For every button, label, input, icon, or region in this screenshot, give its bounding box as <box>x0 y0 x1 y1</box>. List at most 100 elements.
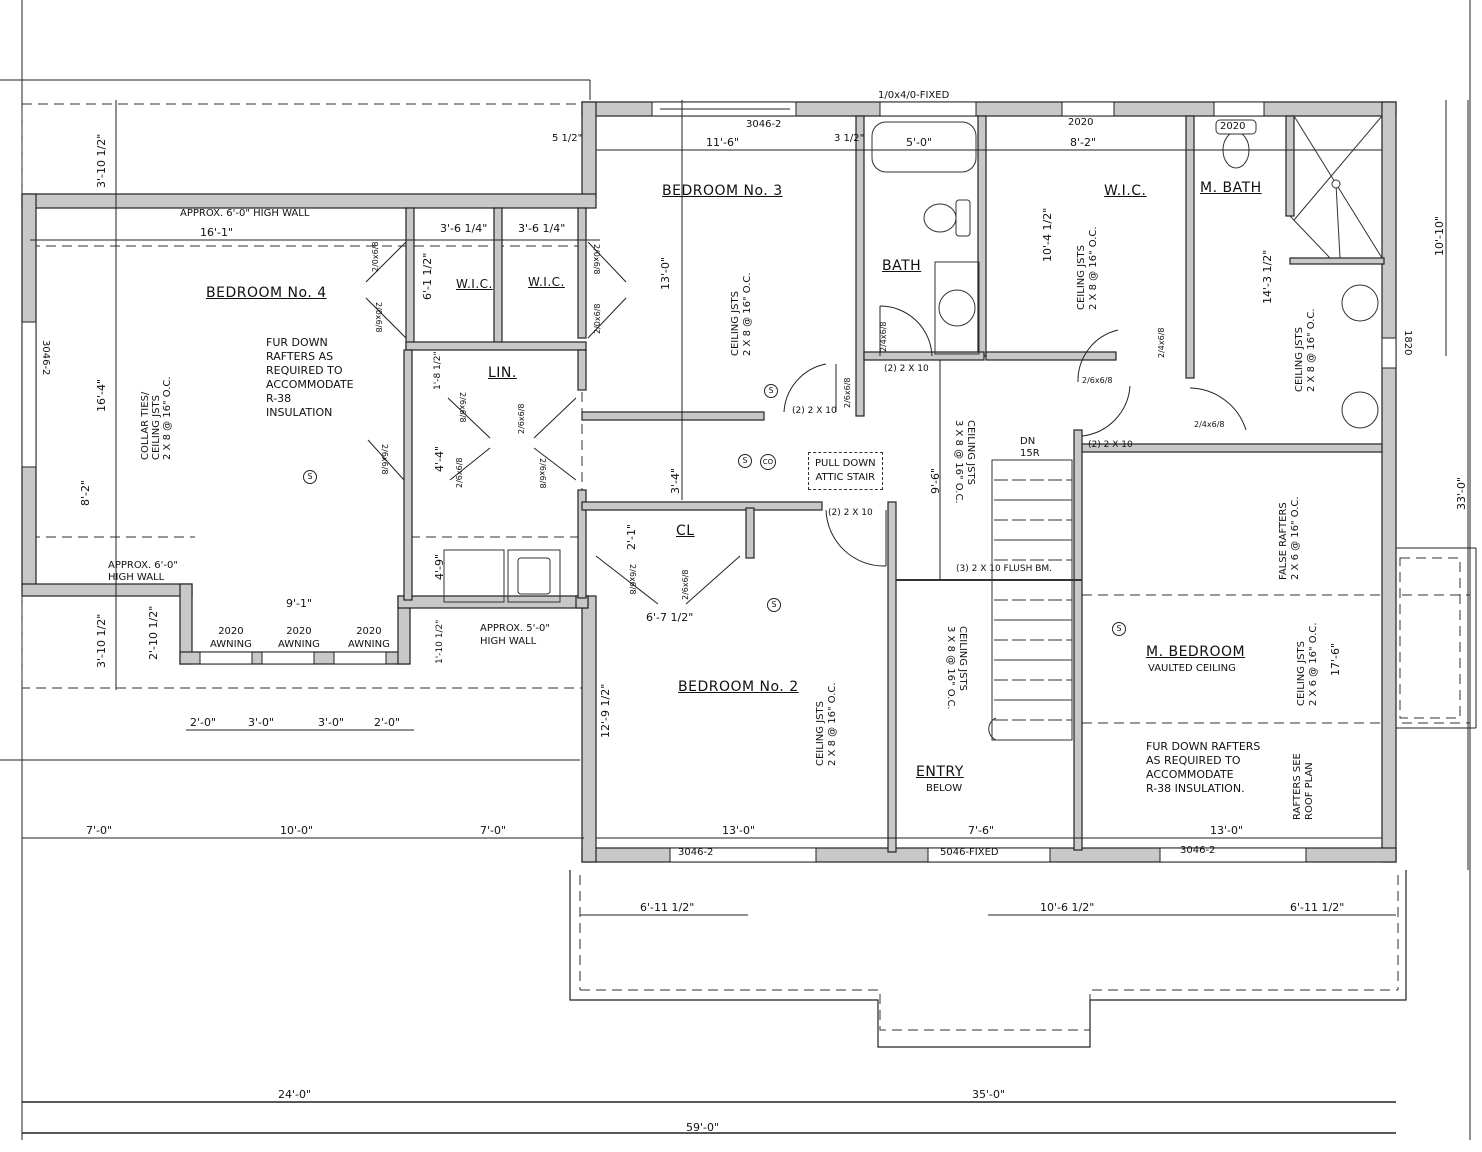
door-label-6: 2/6x6/8 <box>517 403 526 434</box>
dim-closet-width: 6'-7 1/2" <box>646 611 694 624</box>
dim-stair-hall: 9'-6" <box>929 467 942 494</box>
room-label-master-bedroom: M. BEDROOM <box>1146 644 1246 660</box>
dim-hall-3-4: 3'-4" <box>669 467 682 494</box>
smoke-detector-icon: S <box>1112 622 1126 636</box>
window-label-bed4-side: 3046-2 <box>40 340 51 376</box>
smoke-detector-icon: S <box>764 384 778 398</box>
window-label-mbath: 2020 <box>1220 121 1246 132</box>
smoke-detector-icon: S <box>303 470 317 484</box>
note-high-wall-top: APPROX. 6'-0" HIGH WALL <box>180 208 310 219</box>
dim-porch-mid: 10'-6 1/2" <box>1040 901 1095 914</box>
dim-bed4-width: 16'-1" <box>200 226 234 239</box>
room-label-wic-left: W.I.C. <box>456 277 493 291</box>
window-label-bed2: 3046-2 <box>678 847 714 858</box>
dim-bed2-width: 13'-0" <box>722 824 756 837</box>
door-label-9: 2/6x6/8 <box>538 458 547 489</box>
dim-bed3-depth: 13'-0" <box>659 256 672 290</box>
dim-closet-depth: 2'-1" <box>625 523 638 550</box>
room-label-closet: CL <box>676 523 695 539</box>
door-label-10: 2/6x6/8 <box>628 564 637 595</box>
window-label-awning-2: 2020 AWNING <box>278 626 320 650</box>
note-fur-down-left: FUR DOWN RAFTERS AS REQUIRED TO ACCOMMOD… <box>266 336 354 419</box>
dim-bottom-7b: 7'-0" <box>480 824 507 837</box>
framing-mbed-ceiling: CEILING JSTS 2 X 6 @ 16" O.C. <box>1296 622 1319 706</box>
header-note-mbed: (2) 2 X 10 <box>1088 440 1133 450</box>
room-label-bedroom-2: BEDROOM No. 2 <box>678 679 799 695</box>
framing-bedroom-2: CEILING JSTS 2 X 8 @ 16" O.C. <box>815 682 838 766</box>
framing-master-wic: CEILING JSTS 2 X 8 @ 16" O.C. <box>1076 226 1099 310</box>
window-label-bath: 1/0x4/0-FIXED <box>878 90 950 101</box>
dim-right-10-10: 10'-10" <box>1433 215 1446 256</box>
door-label-13: 2/4x6/8 <box>879 321 888 352</box>
smoke-detector-icon: S <box>738 454 752 468</box>
window-label-awning-3: 2020 AWNING <box>348 626 390 650</box>
dim-linen-depth: 1'-8 1/2" <box>433 351 443 390</box>
entry-below-note: BELOW <box>926 783 963 794</box>
door-label-11: 2/6x6/8 <box>681 569 690 600</box>
dim-bed2-depth: 12'-9 1/2" <box>599 683 612 738</box>
dim-overhang-bottom: 3'-10 1/2" <box>95 613 108 668</box>
door-label-2: 2/0x6/8 <box>374 302 383 333</box>
header-note-bed3: (2) 2 X 10 <box>792 406 837 416</box>
door-label-15: 2/4x6/8 <box>1194 420 1225 429</box>
dim-bath-width: 5'-0" <box>906 136 933 149</box>
smoke-detector-icon: S <box>767 598 781 612</box>
framing-mbed-false-rafters: FALSE RAFTERS 2 X 6 @ 16" O.C. <box>1278 496 1301 580</box>
dim-low-wall: 1'-10 1/2" <box>435 619 445 664</box>
co-detector-icon: CO <box>760 454 776 470</box>
dim-awning-3b: 3'-0" <box>318 716 345 729</box>
dim-wic-a: 3'-6 1/4" <box>440 222 488 235</box>
attic-stair-note: PULL DOWN ATTIC STAIR <box>808 452 883 490</box>
dim-awning-2b: 2'-0" <box>374 716 401 729</box>
dim-wic-depth: 6'-1 1/2" <box>421 252 434 300</box>
room-label-bedroom-4: BEDROOM No. 4 <box>206 285 327 301</box>
window-label-mbed: 3046-2 <box>1180 845 1216 856</box>
dim-bay-width: 9'-1" <box>286 597 313 610</box>
flush-beam-note: (3) 2 X 10 FLUSH BM. <box>956 564 1053 574</box>
door-label-1: 2/0x6/8 <box>371 241 380 272</box>
framing-hall: CEILING JSTS 3 X 8 @ 16" O.C. <box>953 420 976 504</box>
window-label-awning-1: 2020 AWNING <box>210 626 252 650</box>
door-label-7: 2/6x6/8 <box>380 444 389 475</box>
door-label-12: 2/6x6/8 <box>843 377 852 408</box>
header-note-bed2: (2) 2 X 10 <box>828 508 873 518</box>
framing-bedroom-3: CEILING JSTS 2 X 8 @ 16" O.C. <box>730 272 753 356</box>
dim-wall-3-5: 3 1/2" <box>834 133 865 144</box>
room-label-wic-master: W.I.C. <box>1104 183 1147 199</box>
room-label-bedroom-3: BEDROOM No. 3 <box>662 183 783 199</box>
framing-mbed-rafters: RAFTERS SEE ROOF PLAN <box>1292 753 1315 820</box>
note-high-wall-bottom: APPROX. 6'-0" HIGH WALL <box>108 560 178 583</box>
dim-mbed-width: 13'-0" <box>1210 824 1244 837</box>
room-label-bath: BATH <box>882 258 922 274</box>
room-label-master-bath: M. BATH <box>1200 180 1262 196</box>
dim-total-24: 24'-0" <box>278 1088 312 1101</box>
stair-down-note: DN 15R <box>1020 436 1040 459</box>
door-label-8: 2/6x6/8 <box>455 457 464 488</box>
framing-bedroom-4: COLLAR TIES/ CEILING JSTS 2 X 8 @ 16" O.… <box>140 376 173 460</box>
dim-total-59: 59'-0" <box>686 1121 720 1134</box>
window-label-wic: 2020 <box>1068 117 1094 128</box>
room-label-entry: ENTRY <box>916 764 964 780</box>
dim-bottom-7a: 7'-0" <box>86 824 113 837</box>
dim-bed4-window: 8'-2" <box>79 479 92 506</box>
window-label-bed3: 3046-2 <box>746 119 782 130</box>
room-label-wic-middle: W.I.C. <box>528 275 565 289</box>
dim-wic-b: 3'-6 1/4" <box>518 222 566 235</box>
room-label-linen: LIN. <box>488 365 517 381</box>
dim-mbath-depth: 14'-3 1/2" <box>1261 249 1274 304</box>
dim-mwic-depth: 10'-4 1/2" <box>1041 207 1054 262</box>
dim-awning-3a: 3'-0" <box>248 716 275 729</box>
dim-wall-5-5: 5 1/2" <box>552 133 583 144</box>
dim-bed4-depth: 16'-4" <box>95 378 108 412</box>
master-bedroom-vaulted-note: VAULTED CEILING <box>1148 663 1236 674</box>
dim-porch-b: 6'-11 1/2" <box>1290 901 1345 914</box>
door-label-4: 2/0x6/8 <box>593 303 602 334</box>
door-label-14: 2/4x6/8 <box>1157 327 1166 358</box>
window-label-entry: 5046-FIXED <box>940 847 999 858</box>
door-label-5: 2/6x6/8 <box>458 392 467 423</box>
dim-bottom-10: 10'-0" <box>280 824 314 837</box>
window-label-mbath-side: 1820 <box>1402 330 1413 356</box>
door-label-3: 2/0x6/8 <box>592 244 601 275</box>
dim-hall-4-4: 4'-4" <box>433 445 446 472</box>
